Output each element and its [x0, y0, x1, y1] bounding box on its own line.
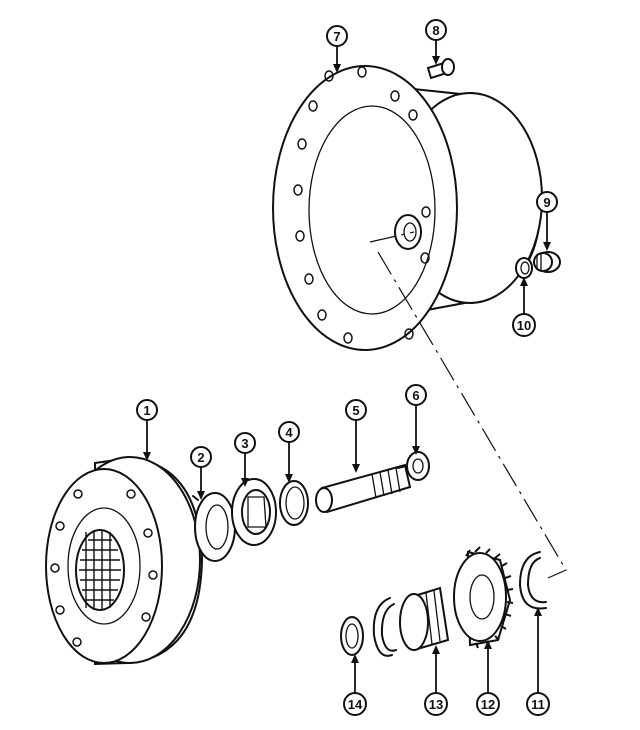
callout-2: 2 — [190, 446, 212, 468]
svg-text:3: 3 — [241, 436, 248, 451]
callout-14: 14 — [343, 692, 367, 716]
callout-3: 3 — [234, 432, 256, 454]
snap-ring-part-14 — [340, 616, 364, 656]
bearing-cone-part-13 — [399, 586, 450, 652]
svg-text:12: 12 — [481, 697, 495, 712]
callout-8: 8 — [425, 19, 447, 41]
lock-washer-part-6 — [397, 451, 430, 481]
callout-13: 13 — [424, 692, 448, 716]
callout-7: 7 — [326, 25, 348, 47]
svg-text:11: 11 — [531, 697, 545, 712]
assembly-centerline — [369, 231, 567, 579]
housing-part-7 — [272, 65, 543, 351]
splined-shaft-part-5 — [315, 463, 412, 514]
svg-text:1: 1 — [143, 403, 150, 418]
callout-4: 4 — [278, 421, 300, 443]
plug-part-9 — [533, 251, 561, 273]
cap-screw-part-8 — [426, 58, 455, 80]
callout-1: 1 — [136, 399, 158, 421]
washer-part-10 — [515, 257, 533, 279]
svg-text:13: 13 — [429, 697, 443, 712]
snap-ring-part-11 — [519, 551, 547, 610]
svg-text:5: 5 — [352, 403, 359, 418]
callout-10: 10 — [512, 313, 536, 337]
callout-bubbles: 1 2 3 4 5 6 7 8 — [136, 19, 558, 716]
svg-text:6: 6 — [412, 388, 419, 403]
callout-12: 12 — [476, 692, 500, 716]
drum-bolt-holes — [50, 489, 158, 647]
flange-bolt-holes — [293, 66, 431, 344]
gear-part-12 — [453, 546, 514, 649]
svg-text:10: 10 — [517, 318, 531, 333]
svg-text:8: 8 — [432, 23, 439, 38]
svg-text:2: 2 — [197, 450, 204, 465]
thrust-washer-part-2 — [192, 492, 236, 562]
svg-text:4: 4 — [285, 425, 293, 440]
snap-ring-part-4 — [279, 480, 309, 526]
svg-text:14: 14 — [348, 697, 363, 712]
callout-11: 11 — [526, 692, 550, 716]
callout-5: 5 — [345, 399, 367, 421]
svg-text:7: 7 — [333, 29, 340, 44]
bearing-cup-part-3 — [231, 478, 277, 546]
hub-drum-part-1 — [45, 456, 204, 666]
retaining-ring — [372, 597, 397, 657]
svg-text:9: 9 — [543, 195, 550, 210]
callout-9: 9 — [536, 191, 558, 213]
leader-arrowheads — [143, 56, 551, 663]
callout-6: 6 — [405, 384, 427, 406]
